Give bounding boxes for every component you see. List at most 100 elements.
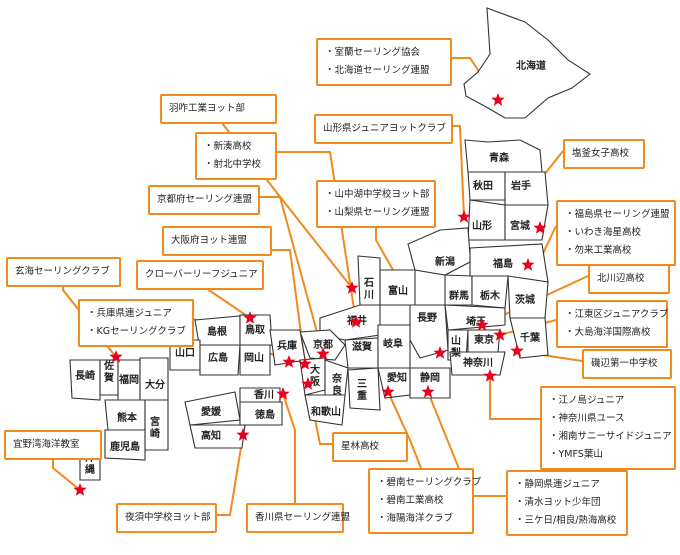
club-label-line: ・大島海洋国際高校 [565,327,651,338]
prefecture-name-tottori: 鳥取 [245,323,266,336]
prefecture-name-toyama: 富山 [388,284,408,297]
prefecture-name-kumamoto: 熊本 [117,411,138,424]
prefecture-wakayama [304,394,346,426]
club-label-koto: ・江東区ジュニアクラブ・大島海洋国際高校 [556,300,668,348]
club-label-line: ・碧南工業高校 [377,495,444,506]
club-label-line: 大阪府ヨット連盟 [171,235,248,246]
prefecture-oita [139,357,169,401]
prefecture-name-akita: 秋田 [473,179,493,192]
prefecture-name-wakayama: 和歌山 [310,405,341,418]
prefecture-name-kagawa: 香川 [254,388,274,401]
club-label-hamura: 羽咋工業ヨット部 [160,94,277,124]
club-label-niiminato: ・新湊高校・射北中学校 [195,132,277,180]
star-marker-isobe [510,344,524,357]
club-label-line: ・静岡県連ジュニア [515,479,600,490]
club-label-ginowan: 宜野湾海洋教室 [4,430,102,460]
club-label-line: ・三ケ日/相良/熱海高校 [515,515,617,526]
leader-line-aichi [387,391,422,469]
star-marker-shizuoka [421,385,435,398]
prefecture-tokushima [239,401,283,426]
club-label-line: ・射北中学校 [204,159,262,170]
prefecture-name-yamanashi: 山梨 [450,334,462,359]
club-label-genkai: 玄海セーリングクラブ [6,257,121,287]
club-label-line: ・江ノ島ジュニア [549,395,625,406]
prefecture-nagasaki [69,359,101,401]
club-label-shizuoka: ・静岡県連ジュニア・清水ヨット少年団・三ケ日/相良/熱海高校 [506,470,628,536]
prefecture-yamagata [467,199,506,241]
club-label-line: 宜野湾海洋教室 [13,439,80,450]
star-marker-seirin [301,377,315,390]
star-marker-genkai [109,350,123,363]
star-marker-niiminato [349,315,363,328]
prefecture-name-hyogo: 兵庫 [277,339,297,352]
star-marker-yamanashi [433,346,447,359]
star-marker-kyoto [316,347,330,360]
club-label-line: ・海陽海洋クラブ [377,513,454,524]
star-marker-kanagawa [483,369,497,382]
prefecture-saitama [444,304,506,331]
prefecture-name-okayama: 岡山 [244,351,264,364]
prefecture-name-fukuoka: 福岡 [118,373,139,386]
prefecture-name-oita: 大分 [145,378,165,391]
prefecture-hokkaido [463,7,591,119]
club-label-seirin: 星林高校 [332,432,408,462]
prefecture-name-ishikawa: 石川 [363,277,374,301]
club-label-line: ・山梨県セーリング連盟 [325,207,430,218]
club-label-line: 香川県セーリング連盟 [255,512,351,523]
prefecture-name-miyagi: 宮城 [510,219,530,232]
prefecture-name-miyazaki: 宮崎 [150,415,160,440]
prefecture-shapes [69,7,591,481]
star-marker-hyogo [282,355,296,368]
club-label-line: ・KGセーリングクラブ [87,326,186,337]
star-marker-shiogama [533,221,547,234]
prefecture-name-hokkaido: 北海道 [516,59,546,72]
prefecture-name-ehime: 愛媛 [201,405,222,418]
prefecture-name-gunma: 群馬 [449,289,469,302]
club-label-line: ・碧南セーリングクラブ [377,477,482,488]
club-label-line: ・江東区ジュニアクラブ [565,309,669,320]
prefecture-mie [347,367,381,411]
prefecture-okayama [239,344,271,376]
club-label-line: 塩釜女子高校 [572,148,630,159]
club-label-line: ・山中湖中学校ヨット部 [325,189,430,200]
prefecture-kochi [189,424,246,449]
leader-line-kagawa [282,393,296,503]
prefecture-name-mie: 三重 [357,378,367,402]
club-label-line: ・YMFS葉山 [549,449,603,460]
star-marker-yasu [236,428,250,441]
club-label-line: ・室蘭セーリング協会 [325,47,421,58]
club-label-line: ・勿来工業高校 [565,245,632,256]
club-label-clover: クローバーリーフジュニア [136,260,264,290]
star-marker-ginowan [73,483,87,496]
star-marker-koto [493,328,507,341]
club-label-aichi: ・碧南セーリングクラブ・碧南工業高校・海陽海洋クラブ [368,468,482,534]
prefecture-name-fukushima: 福島 [492,257,513,270]
star-marker-kitagawabe [475,318,489,331]
star-marker-kagawa [276,387,290,400]
star-marker-hamura [345,281,359,294]
leader-line-kyoto [260,196,324,355]
club-label-line: ・兵庫県連ジュニア [87,308,172,319]
club-label-line: 星林高校 [341,441,380,452]
club-label-line: 磯辺第一中学校 [591,358,658,369]
leader-line-kanagawa [489,376,540,420]
leader-line-yamagata [452,125,465,218]
prefecture-name-ibaraki: 茨城 [515,293,535,306]
prefecture-name-kagoshima: 鹿児島 [110,440,140,453]
prefecture-name-kanagawa: 神奈川 [463,356,493,369]
prefecture-name-yamagata: 山形 [472,219,492,232]
prefecture-name-nagano: 長野 [417,312,437,324]
prefecture-name-gifu: 岐阜 [383,337,403,350]
club-label-kyoto: 京都府セーリング連盟 [148,185,260,215]
leader-line-yasu [217,434,244,516]
club-label-yamagata: 山形県ジュニアヨットクラブ [314,114,453,144]
club-label-line: ・いわき海星高校 [565,227,642,238]
prefecture-name-tochigi: 栃木 [480,289,501,302]
prefecture-kagoshima [104,429,146,461]
club-label-line: 羽咋工業ヨット部 [169,103,246,114]
club-label-yamanashi: ・山中湖中学校ヨット部・山梨県セーリング連盟 [316,180,436,228]
prefecture-chiba [509,317,549,359]
club-label-line: ・北海道セーリング連盟 [325,65,430,76]
club-label-line: 京都府セーリング連盟 [157,194,253,205]
